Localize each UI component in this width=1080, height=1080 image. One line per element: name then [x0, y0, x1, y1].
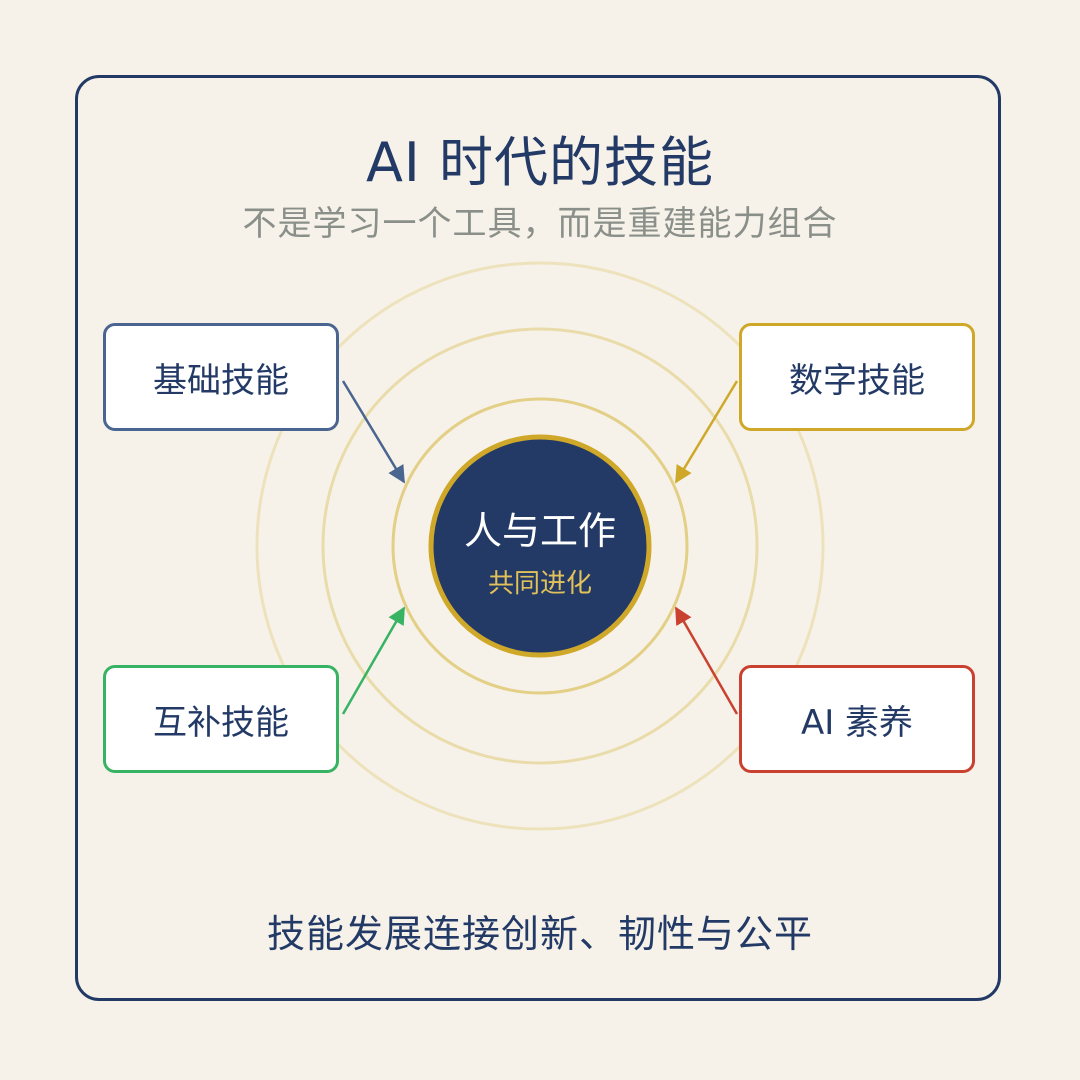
- arrow-digital-to-center: [674, 380, 739, 484]
- center-title: 人与工作: [463, 509, 616, 553]
- box-digital-skills: 数字技能: [739, 323, 975, 431]
- outer-frame: [75, 75, 1001, 1001]
- inner-ring: [391, 397, 689, 695]
- box-ai-literacy: AI 素养: [739, 665, 975, 773]
- arrow-ai-to-center: [674, 606, 739, 715]
- page-title: AI 时代的技能: [365, 131, 715, 194]
- box-complementary-skills: 互补技能: [103, 665, 339, 773]
- footer-caption: 技能发展连接创新、韧性与公平: [266, 912, 813, 956]
- page-subtitle: 不是学习一个工具，而是重建能力组合: [242, 204, 838, 244]
- arrow-complementary-to-center: [341, 606, 406, 715]
- middle-ring: [321, 327, 759, 765]
- center-circle: [428, 434, 652, 658]
- box-basic-skills: 基础技能: [103, 323, 339, 431]
- outer-ring: [255, 261, 825, 831]
- arrow-basic-to-center: [341, 380, 406, 484]
- center-subtitle: 共同进化: [487, 569, 592, 599]
